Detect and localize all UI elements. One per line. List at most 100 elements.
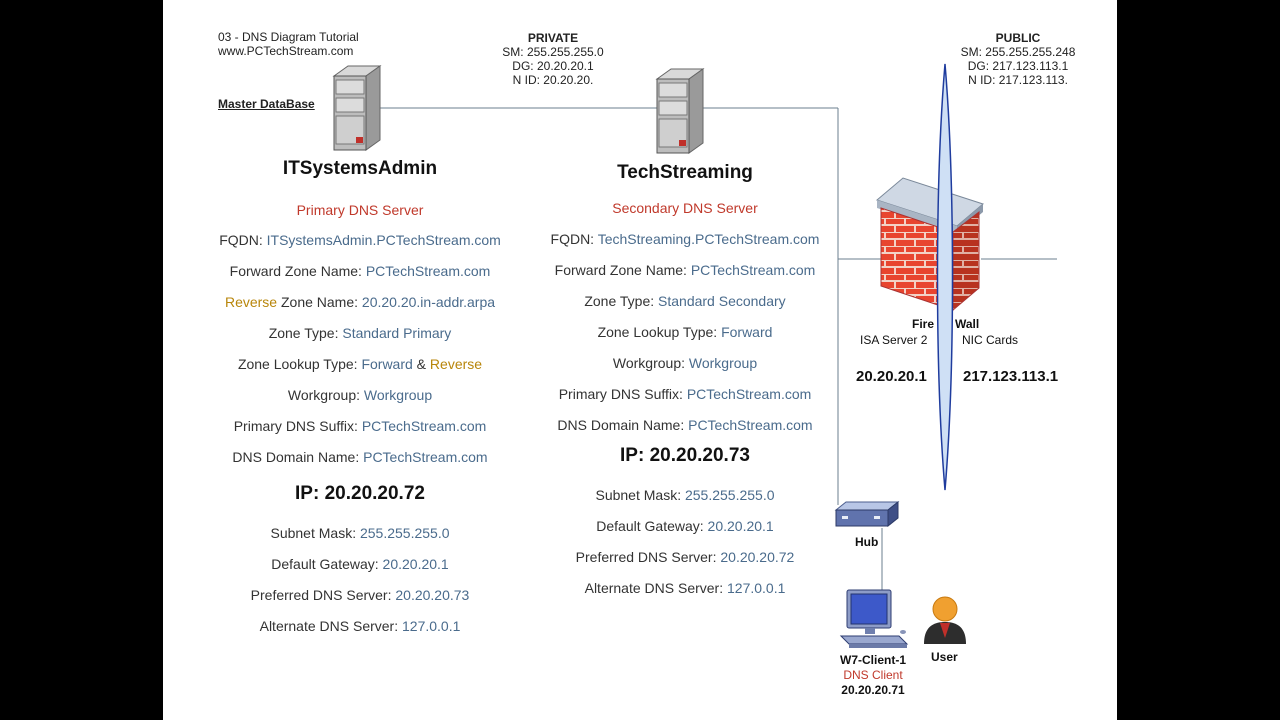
network-lines bbox=[353, 107, 1057, 595]
isa-server-label: ISA Server 2 bbox=[860, 333, 928, 347]
public-title: PUBLIC bbox=[995, 31, 1041, 45]
server1-alternate-dns: Alternate DNS Server: 127.0.0.1 bbox=[210, 618, 510, 634]
server2-preferred-dns: Preferred DNS Server: 20.20.20.72 bbox=[535, 549, 835, 565]
alternate-dns-value: 127.0.0.1 bbox=[727, 580, 786, 596]
server2-ip: IP: 20.20.20.73 bbox=[620, 445, 750, 466]
zone-type-label: Zone Type: bbox=[584, 293, 659, 309]
server1-role: Primary DNS Server bbox=[296, 202, 424, 218]
preferred-dns-value: 20.20.20.73 bbox=[395, 587, 470, 603]
forward-zone-value: PCTechStream.com bbox=[365, 263, 491, 279]
firewall-private-ip: 20.20.20.1 bbox=[856, 368, 927, 385]
server2-zone-lookup: Zone Lookup Type: Forward bbox=[535, 324, 835, 340]
zone-lookup-value: Forward bbox=[721, 324, 773, 340]
master-database-label: Master DataBase bbox=[218, 97, 315, 111]
public-network-id: N ID: 217.123.113. bbox=[968, 73, 1068, 87]
client-ip: 20.20.20.71 bbox=[841, 683, 905, 697]
dns-suffix-value: PCTechStream.com bbox=[361, 418, 487, 434]
computer-icon bbox=[839, 589, 909, 648]
user-label: User bbox=[931, 650, 958, 664]
dns-domain-label: DNS Domain Name: bbox=[557, 417, 689, 433]
dns-domain-value: PCTechStream.com bbox=[363, 449, 488, 465]
server1-fqdn: FQDN: ITSystemsAdmin.PCTechStream.com bbox=[210, 232, 510, 248]
firewall-brick-icon bbox=[875, 177, 985, 312]
server1-details: ITSystemsAdmin Primary DNS Server FQDN: … bbox=[210, 158, 510, 634]
zone-lookup-amp: & bbox=[412, 356, 430, 372]
zone-lookup-forward: Forward bbox=[361, 356, 413, 372]
zone-type-value: Standard Secondary bbox=[658, 293, 786, 309]
gateway-value: 20.20.20.1 bbox=[707, 518, 774, 534]
user-icon bbox=[924, 596, 966, 644]
private-gateway: DG: 20.20.20.1 bbox=[512, 59, 594, 73]
forward-zone-label: Forward Zone Name: bbox=[554, 262, 691, 278]
dns-suffix-label: Primary DNS Suffix: bbox=[558, 386, 687, 402]
client-labels: W7-Client-1 DNS Client 20.20.20.71 bbox=[823, 653, 923, 698]
server1-subnet-mask: Subnet Mask: 255.255.255.0 bbox=[210, 525, 510, 541]
fqdn-label: FQDN: bbox=[219, 232, 267, 248]
private-network-id: N ID: 20.20.20. bbox=[512, 73, 594, 87]
zone-lookup-label: Zone Lookup Type: bbox=[597, 324, 722, 340]
workgroup-label: Workgroup: bbox=[287, 387, 364, 403]
subnet-mask-label: Subnet Mask: bbox=[270, 525, 360, 541]
firewall-divider bbox=[936, 63, 954, 491]
reverse-zone-value: 20.20.20.in-addr.arpa bbox=[361, 294, 496, 310]
public-subnet-mask: SM: 255.255.255.248 bbox=[960, 45, 1076, 59]
gateway-value: 20.20.20.1 bbox=[382, 556, 449, 572]
private-subnet-mask: SM: 255.255.255.0 bbox=[502, 45, 604, 59]
gateway-label: Default Gateway: bbox=[596, 518, 708, 534]
preferred-dns-label: Preferred DNS Server: bbox=[575, 549, 721, 565]
gateway-label: Default Gateway: bbox=[271, 556, 383, 572]
subnet-mask-value: 255.255.255.0 bbox=[359, 525, 450, 541]
server2-details: TechStreaming Secondary DNS Server FQDN:… bbox=[535, 162, 835, 596]
fqdn-label: FQDN: bbox=[550, 231, 598, 247]
workgroup-value: Workgroup bbox=[688, 355, 758, 371]
subnet-mask-label: Subnet Mask: bbox=[595, 487, 685, 503]
server1-ip: IP: 20.20.20.72 bbox=[295, 483, 425, 504]
private-title: PRIVATE bbox=[527, 31, 579, 45]
server1-workgroup: Workgroup: Workgroup bbox=[210, 387, 510, 403]
server1-zone-lookup: Zone Lookup Type: Forward & Reverse bbox=[210, 356, 510, 372]
zone-type-value: Standard Primary bbox=[342, 325, 452, 341]
server2-forward-zone: Forward Zone Name: PCTechStream.com bbox=[535, 262, 835, 278]
server1-preferred-dns: Preferred DNS Server: 20.20.20.73 bbox=[210, 587, 510, 603]
dns-suffix-value: PCTechStream.com bbox=[686, 386, 812, 402]
server1-dns-domain: DNS Domain Name: PCTechStream.com bbox=[210, 449, 510, 465]
server2-subnet-mask: Subnet Mask: 255.255.255.0 bbox=[535, 487, 835, 503]
fqdn-value: TechStreaming.PCTechStream.com bbox=[597, 231, 820, 247]
server2-gateway: Default Gateway: 20.20.20.1 bbox=[535, 518, 835, 534]
hub-label: Hub bbox=[855, 535, 879, 549]
workgroup-label: Workgroup: bbox=[612, 355, 689, 371]
site-url: www.PCTechStream.com bbox=[218, 44, 354, 58]
preferred-dns-value: 20.20.20.72 bbox=[720, 549, 795, 565]
hub-icon bbox=[834, 500, 900, 528]
server1-forward-zone: Forward Zone Name: PCTechStream.com bbox=[210, 263, 510, 279]
preferred-dns-label: Preferred DNS Server: bbox=[250, 587, 396, 603]
server1-zone-type: Zone Type: Standard Primary bbox=[210, 325, 510, 341]
client-role: DNS Client bbox=[843, 668, 903, 682]
public-gateway: DG: 217.123.113.1 bbox=[967, 59, 1069, 73]
private-network-info: PRIVATE SM: 255.255.255.0 DG: 20.20.20.1… bbox=[488, 31, 618, 87]
server2-workgroup: Workgroup: Workgroup bbox=[535, 355, 835, 371]
server1-gateway: Default Gateway: 20.20.20.1 bbox=[210, 556, 510, 572]
server1-dns-suffix: Primary DNS Suffix: PCTechStream.com bbox=[210, 418, 510, 434]
alternate-dns-value: 127.0.0.1 bbox=[402, 618, 461, 634]
server2-name: TechStreaming bbox=[617, 162, 753, 183]
dns-domain-label: DNS Domain Name: bbox=[232, 449, 364, 465]
server2-zone-type: Zone Type: Standard Secondary bbox=[535, 293, 835, 309]
nic-cards-label: NIC Cards bbox=[962, 333, 1019, 347]
reverse-word: Reverse bbox=[224, 294, 278, 310]
diagram-canvas: 03 - DNS Diagram Tutorial www.PCTechStre… bbox=[163, 0, 1117, 720]
public-network-info: PUBLIC SM: 255.255.255.248 DG: 217.123.1… bbox=[948, 31, 1088, 87]
zone-type-label: Zone Type: bbox=[268, 325, 343, 341]
server2-dns-suffix: Primary DNS Suffix: PCTechStream.com bbox=[535, 386, 835, 402]
zone-lookup-reverse: Reverse bbox=[429, 356, 483, 372]
zone-lookup-label: Zone Lookup Type: bbox=[237, 356, 362, 372]
dns-domain-value: PCTechStream.com bbox=[688, 417, 813, 433]
workgroup-value: Workgroup bbox=[363, 387, 433, 403]
tutorial-title: 03 - DNS Diagram Tutorial bbox=[218, 30, 359, 44]
fqdn-value: ITSystemsAdmin.PCTechStream.com bbox=[266, 232, 501, 248]
firewall-fire-label: Fire bbox=[912, 317, 935, 331]
reverse-zone-label: Zone Name: bbox=[277, 294, 362, 310]
server1-name: ITSystemsAdmin bbox=[282, 158, 438, 179]
server-icon bbox=[655, 68, 705, 154]
server-icon bbox=[332, 65, 382, 151]
